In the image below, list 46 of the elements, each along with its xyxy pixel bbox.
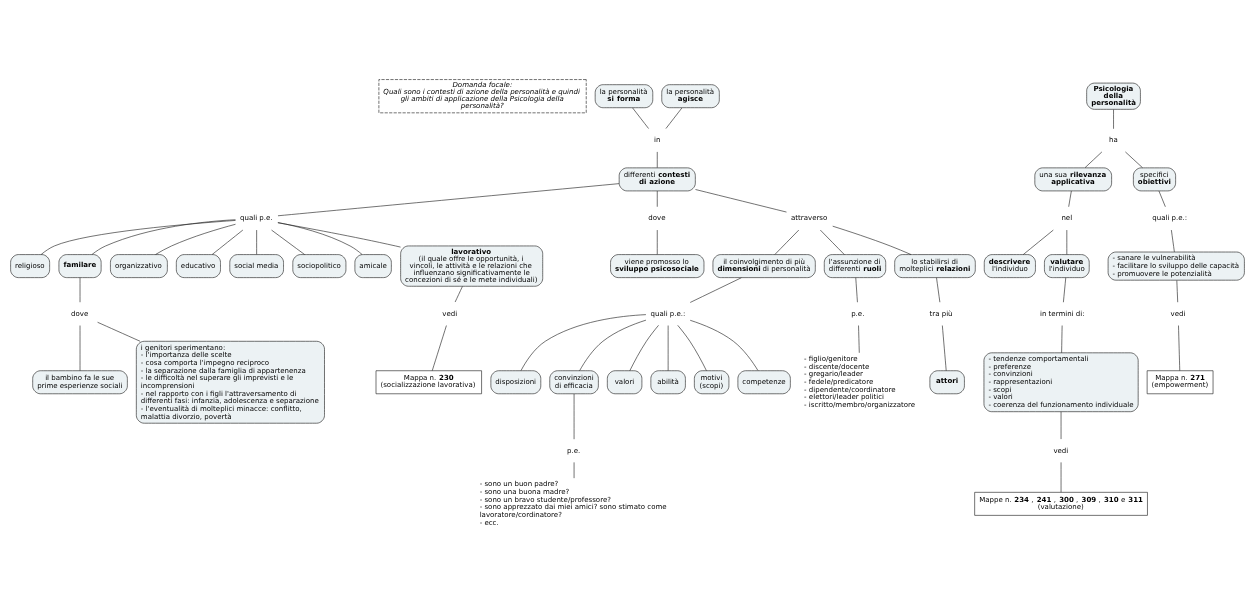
connector [271,229,305,255]
connector [689,277,742,303]
connector [858,325,860,354]
connector [277,222,363,255]
connector [97,321,141,342]
connector [832,225,912,255]
connector [277,222,401,248]
connector [820,229,845,255]
connector [256,229,257,255]
connector [1176,280,1179,303]
connector [665,107,683,129]
connector [1066,229,1068,255]
connector [40,220,236,255]
connector [855,277,858,303]
connector [656,190,658,208]
connector [695,189,787,213]
connector [1171,229,1175,253]
connector [656,151,658,169]
connector [91,219,236,255]
connector [667,325,669,372]
connector [579,319,647,372]
connector [677,325,707,371]
connector [520,314,647,371]
connector [1022,229,1054,255]
connector [629,325,659,371]
connector [1125,151,1143,169]
connector [211,229,244,255]
connector [155,223,236,255]
connector [1063,277,1067,303]
connector [632,107,649,129]
connector [79,277,81,303]
connector [774,229,800,255]
connector [1068,190,1072,208]
connector [1061,325,1063,354]
connector [1084,151,1103,169]
connector [656,229,658,255]
connector [942,325,947,372]
connector [431,325,447,372]
connector [454,286,463,303]
connector [936,277,941,303]
connector [277,183,620,217]
connector [79,325,81,372]
connector [1158,190,1166,208]
connector [1113,109,1114,130]
connector [1178,325,1181,372]
connector [689,319,759,371]
